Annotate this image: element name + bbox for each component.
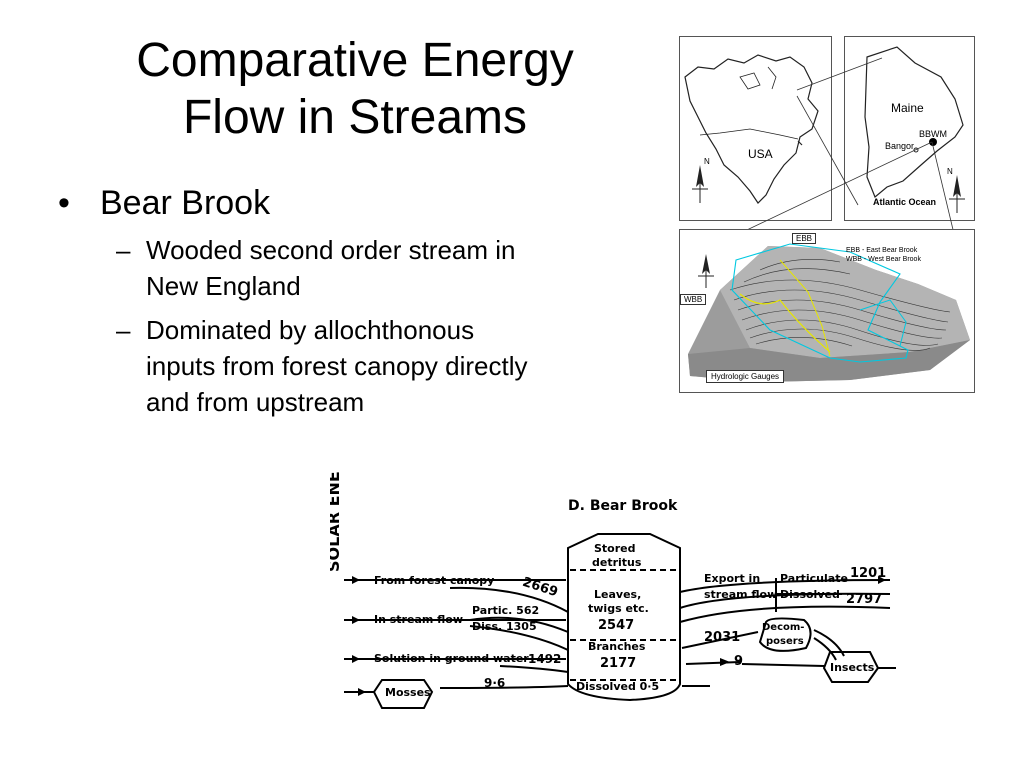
stored-label: Stored <box>594 542 636 555</box>
input-ground-label: Solution in ground water <box>374 652 529 665</box>
sub-bullet-allochthonous: – Dominated by allochthonous inputs from… <box>58 312 658 420</box>
leaves-label: Leaves, <box>594 588 642 601</box>
hydrologic-gauges-label: Hydrologic Gauges <box>706 370 785 383</box>
sub-bullet-line: Dominated by allochthonous <box>146 315 475 345</box>
detritus-label: detritus <box>592 556 642 569</box>
insects-value: 9 <box>734 654 744 669</box>
bangor-label: Bangor <box>885 141 915 151</box>
decomposers-label-2: posers <box>766 636 804 647</box>
atlantic-ocean-label: Atlantic Ocean <box>873 197 937 207</box>
energy-flow-diagram: SOLAR ENE D. Bear Brook From forest cano… <box>330 462 970 762</box>
export-label-1: Export in <box>704 572 761 585</box>
bbwm-label: BBWM <box>919 129 947 139</box>
bullet-bear-brook: • Bear Brook <box>58 182 658 224</box>
bullet-list: • Bear Brook – Wooded second order strea… <box>58 182 658 420</box>
decomposers-value: 2031 <box>704 630 741 645</box>
sub-bullet-line: and from upstream <box>146 387 365 417</box>
wbb-tag: WBB <box>680 294 707 305</box>
mosses-label: Mosses <box>385 686 431 699</box>
north-america-outline <box>684 54 819 204</box>
input-ground-value: 1492 <box>528 652 562 666</box>
sub-bullet-line: New England <box>146 271 301 301</box>
dissolved-out-value: 2797 <box>846 592 883 607</box>
sub-bullet-marker: – <box>116 315 131 345</box>
particulate-value: 1201 <box>850 566 887 581</box>
particulate-label: Particulate <box>780 572 848 585</box>
export-label-2: stream flow <box>704 588 778 601</box>
legend-wbb: WBB - West Bear Brook <box>846 256 921 263</box>
slide-title: Comparative Energy Flow in Streams <box>40 32 670 146</box>
bullet-text: Bear Brook <box>100 184 271 222</box>
diss-in-value: Diss. 1305 <box>472 620 537 633</box>
partic-in-value: Partic. 562 <box>472 604 540 617</box>
twigs-label: twigs etc. <box>588 602 649 615</box>
north-arrow-icon: N <box>947 167 967 215</box>
dissolved-stored-label: Dissolved 0·5 <box>576 680 660 693</box>
branches-value: 2177 <box>600 656 637 671</box>
north-arrow-icon <box>696 250 716 290</box>
insects-label: Insects <box>830 661 875 674</box>
energy-flow-lines <box>344 533 896 709</box>
north-arrow-icon: N <box>690 157 710 205</box>
diagram-side-label: SOLAR ENE <box>330 471 343 572</box>
sub-bullet-line: inputs from forest canopy directly <box>146 351 528 381</box>
maine-map: Maine BBWM Bangor Atlantic Ocean N <box>844 36 975 221</box>
maine-outline <box>864 46 964 198</box>
watershed-terrain <box>688 243 970 382</box>
ebb-tag: EBB <box>792 233 817 244</box>
sub-bullet-marker: – <box>116 235 131 265</box>
watershed-legend: EBB - East Bear Brook WBB - West Bear Br… <box>846 246 921 264</box>
usa-label: USA <box>748 147 773 161</box>
bullet-marker: • <box>58 184 70 222</box>
mosses-value: 9·6 <box>484 676 506 690</box>
leaves-value: 2547 <box>598 618 635 633</box>
maine-label: Maine <box>891 101 924 115</box>
legend-ebb: EBB - East Bear Brook <box>846 247 918 254</box>
title-line-2: Flow in Streams <box>182 91 528 144</box>
watershed-3d-map: EBB WBB EBB - East Bear Brook WBB - West… <box>679 229 975 393</box>
sub-bullet-wooded: – Wooded second order stream in New Engl… <box>58 232 658 304</box>
north-label: N <box>704 157 710 166</box>
diagram-heading: D. Bear Brook <box>568 498 678 514</box>
north-america-map: USA N <box>679 36 832 221</box>
dissolved-out-label: Dissolved <box>780 588 840 601</box>
north-label: N <box>947 167 953 176</box>
input-forest-label: From forest canopy <box>374 574 495 587</box>
decomposers-label-1: Decom- <box>762 622 805 633</box>
branches-label: Branches <box>588 640 646 653</box>
input-stream-label: In stream flow <box>374 613 464 626</box>
title-line-1: Comparative Energy <box>136 34 574 87</box>
sub-bullet-line: Wooded second order stream in <box>146 235 516 265</box>
